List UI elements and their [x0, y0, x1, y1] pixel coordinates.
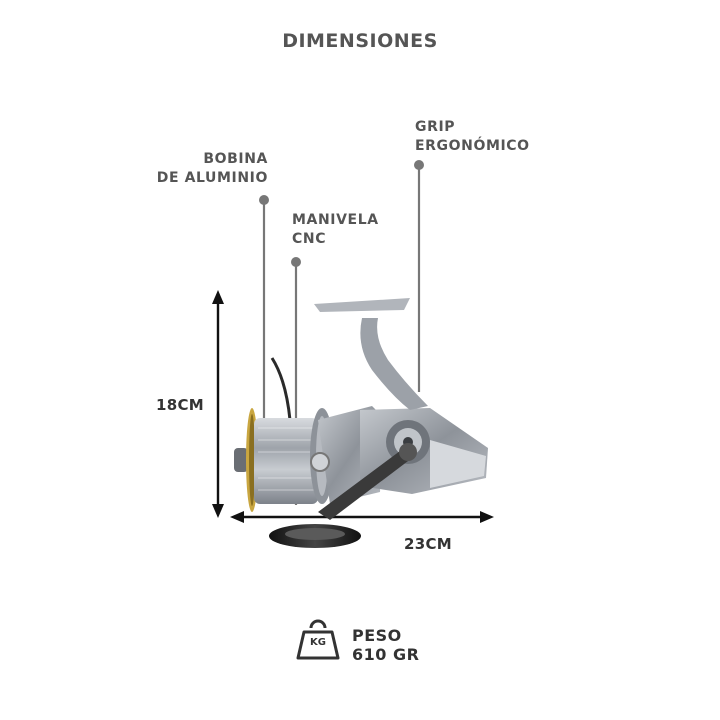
kettlebell-weight-icon	[296, 619, 340, 660]
page-title: DIMENSIONES	[282, 30, 438, 52]
width-arrow	[230, 511, 494, 523]
reel-body	[234, 298, 488, 548]
width-label: 23CM	[404, 535, 453, 553]
weight-info: PESO 610 GR	[352, 626, 419, 664]
weight-value: 610 GR	[352, 645, 420, 664]
callout-spool-label: BOBINA DE ALUMINIO	[156, 151, 268, 186]
weight-label: PESO	[352, 626, 402, 645]
callout-grip-label: GRIP ERGONÓMICO	[415, 119, 530, 154]
leader-spool	[259, 195, 269, 430]
leader-grip	[414, 160, 424, 392]
weight-icon-text: KG	[310, 637, 326, 648]
height-arrow	[212, 290, 224, 518]
height-label: 18CM	[156, 396, 205, 414]
callout-handle-label: MANIVELA CNC	[292, 212, 379, 247]
